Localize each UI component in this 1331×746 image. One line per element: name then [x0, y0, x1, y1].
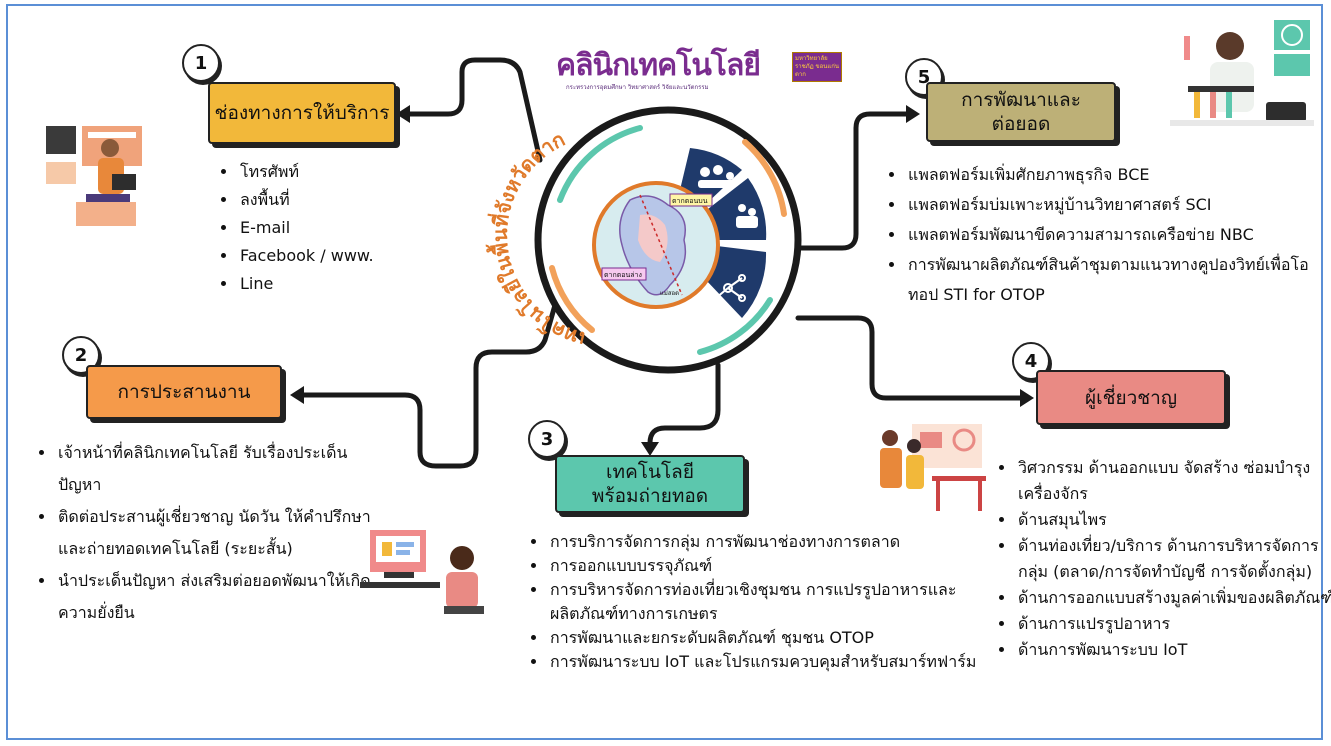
section-5-header: การพัฒนาและ ต่อยอด — [926, 82, 1116, 142]
section-5-item: แพลตฟอร์มเพิ่มศักยภาพธุรกิจ BCE — [906, 160, 1331, 190]
connector-1 — [399, 57, 543, 163]
map-divider — [639, 194, 683, 296]
emblem-arc-teal-2 — [697, 297, 773, 355]
illustration-experts — [880, 424, 986, 511]
section-2-item: นำประเด็นปัญหา ส่งเสริมต่อยอดพัฒนาให้เกิ… — [56, 565, 376, 629]
group-icon — [736, 204, 758, 228]
section-1-item: โทรศัพท์ — [238, 158, 458, 186]
section-3-item: การพัฒนาระบบ IoT และโปรแกรมควบคุมสำหรับส… — [548, 650, 993, 674]
section-3-header: เทคโนโลยี พร้อมถ่ายทอด — [555, 455, 745, 513]
section-1-item: ลงพื้นที่ — [238, 186, 458, 214]
section-1-header: ช่องทางการให้บริการ — [208, 82, 396, 144]
emblem-arc-teal — [557, 125, 643, 203]
arrowhead-2 — [290, 386, 304, 404]
map-label-box-2 — [601, 267, 647, 281]
center-emblem: เทคโนโลยีในพื้นที่จังหวัดตาก ตากตอนบน ตา… — [485, 106, 802, 374]
section-2-item: เจ้าหน้าที่คลินิกเทคโนโลยี รับเรื่องประเ… — [56, 437, 376, 501]
illustration-lab-scientist — [1170, 20, 1314, 126]
connector-2 — [295, 302, 558, 469]
section-1-item: E-mail — [238, 214, 458, 242]
section-3-item: การออกแบบบรรจุภัณฑ์ — [548, 554, 993, 578]
section-5-number: 5 — [905, 58, 943, 96]
section-4-item: ด้านการแปรรูปอาหาร — [1016, 611, 1331, 637]
arrowhead-3 — [641, 442, 659, 456]
section-5-list: แพลตฟอร์มเพิ่มศักยภาพธุรกิจ BCEแพลตฟอร์ม… — [880, 160, 1331, 310]
map-label-2: ตากตอนล่าง — [604, 271, 642, 279]
section-4-item: ด้านสมุนไพร — [1016, 507, 1331, 533]
section-4-item: ด้านการออกแบบสร้างมูลค่าเพิ่มของผลิตภัณฑ… — [1016, 585, 1331, 611]
section-2-number: 2 — [62, 336, 100, 374]
section-5-item: การพัฒนาผลิตภัณฑ์สินค้าชุมตามแนวทางคูปอง… — [906, 250, 1331, 310]
illustration-consultant — [360, 530, 484, 614]
section-4-item: ด้านการพัฒนาระบบ IoT — [1016, 637, 1331, 663]
map-label-box-1 — [669, 193, 713, 207]
arrowhead-5 — [906, 105, 920, 123]
section-4-list: วิศวกรรม ด้านออกแบบ จัดสร้าง ซ่อมบำรุง เ… — [990, 455, 1331, 663]
emblem-arc-orange-2 — [742, 139, 787, 217]
section-2-header: การประสานงาน — [86, 365, 282, 419]
section-4-header: ผู้เชี่ยวชาญ — [1036, 370, 1226, 425]
logo-title: คลินิกเทคโนโลยี — [556, 48, 761, 83]
section-2-list: เจ้าหน้าที่คลินิกเทคโนโลยี รับเรื่องประเ… — [30, 437, 376, 629]
section-3-item: การบริหารจัดการท่องเที่ยวเชิงชุมชน การแป… — [548, 578, 993, 626]
section-3-list: การบริการจัดการกลุ่ม การพัฒนาช่องทางการต… — [522, 530, 993, 674]
arrowhead-1 — [396, 105, 410, 123]
connector-3 — [647, 362, 721, 451]
arrowhead-4 — [1020, 389, 1034, 407]
tak-map-region — [638, 214, 668, 262]
connector-5 — [797, 111, 915, 251]
section-4-item: วิศวกรรม ด้านออกแบบ จัดสร้าง ซ่อมบำรุง เ… — [1016, 455, 1331, 507]
section-3-number: 3 — [528, 420, 566, 458]
section-1-list: โทรศัพท์ลงพื้นที่E-mailFacebook / www.Li… — [212, 158, 458, 298]
section-4-item: ด้านท่องเที่ยว/บริการ ด้านการบริหารจัดกา… — [1016, 533, 1331, 585]
section-5-item: แพลตฟอร์มพัฒนาขีดความสามารถเครือข่าย NBC — [906, 220, 1331, 250]
logo-badge: มหาวิทยาลัยราชภัฏ ขอนแก่นตาก — [792, 52, 842, 82]
section-4-number: 4 — [1012, 342, 1050, 380]
section-3-item: การบริการจัดการกลุ่ม การพัฒนาช่องทางการต… — [548, 530, 993, 554]
section-5-item: แพลตฟอร์มบ่มเพาะหมู่บ้านวิทยาศาสตร์ SCI — [906, 190, 1331, 220]
map-label-3: แม่สอด — [660, 290, 679, 297]
network-icon — [712, 274, 746, 302]
clinic-logo: คลินิกเทคโนโลยี กระทรวงการอุดมศึกษา วิทย… — [556, 40, 842, 94]
people-icon — [698, 165, 736, 188]
section-1-item: Line — [238, 270, 458, 298]
section-1-number: 1 — [182, 44, 220, 82]
illustration-online-worker — [46, 126, 142, 226]
section-3-item: การพัฒนาและยกระดับผลิตภัณฑ์ ชุมชน OTOP — [548, 626, 993, 650]
logo-subtitle: กระทรวงการอุดมศึกษา วิทยาศาสตร์ วิจัยและ… — [566, 84, 709, 91]
emblem-arc-orange — [549, 265, 595, 333]
section-1-item: Facebook / www. — [238, 242, 458, 270]
section-2-item: ติดต่อประสานผู้เชี่ยวชาญ นัดวัน ให้คำปรึ… — [56, 501, 376, 565]
connector-4 — [795, 315, 1029, 401]
map-label-1: ตากตอนบน — [672, 197, 708, 205]
